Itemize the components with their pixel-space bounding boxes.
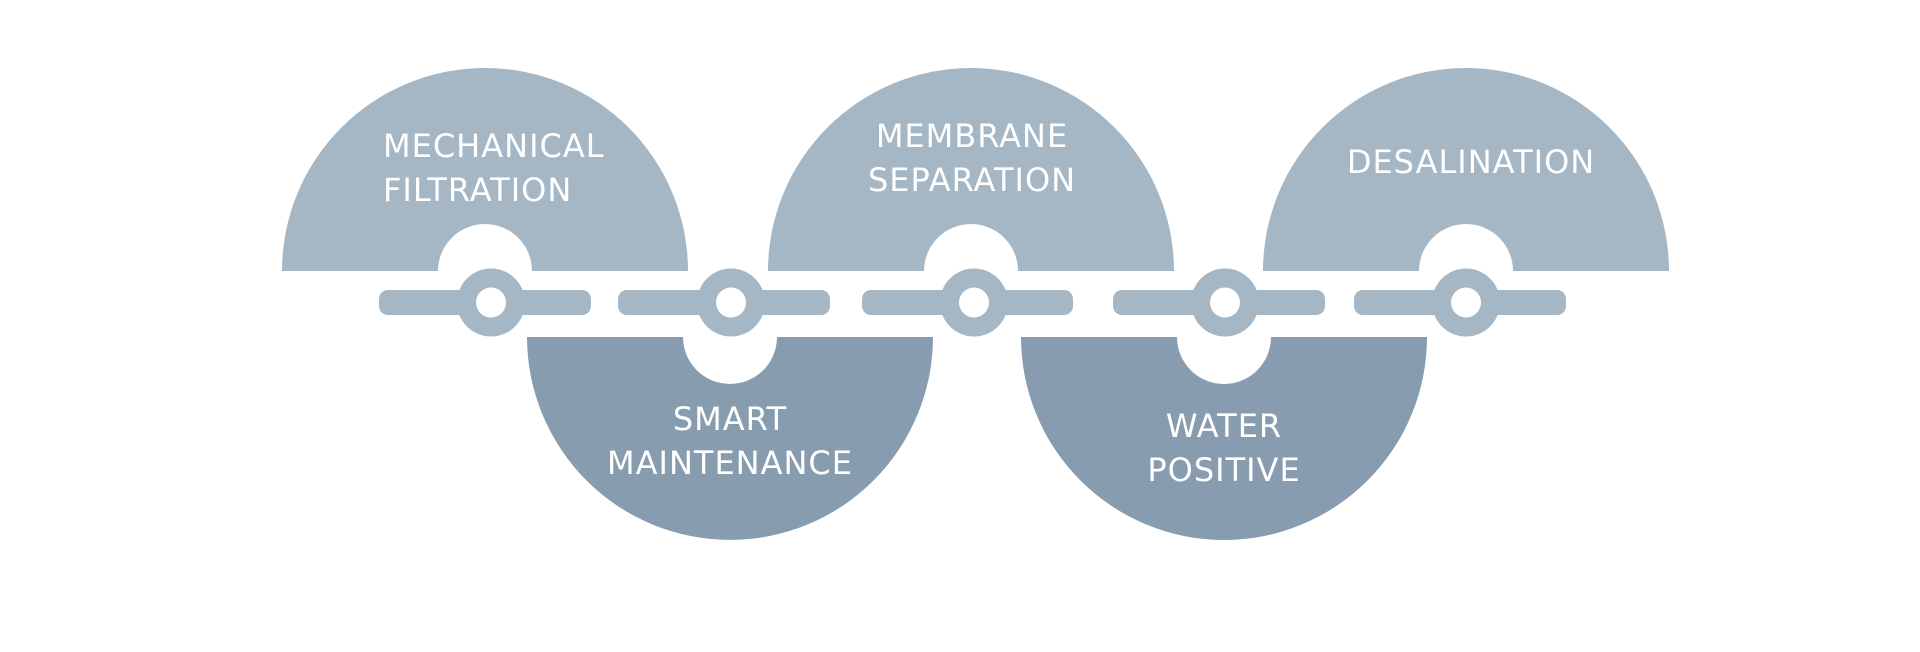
segment-label-line: SEPARATION (868, 161, 1076, 199)
segment-shape (768, 68, 1174, 271)
connector-link-3 (862, 268, 1073, 337)
segment-label-line: MAINTENANCE (607, 444, 853, 482)
segment-shape (527, 337, 933, 540)
connector-link-4 (1113, 268, 1325, 337)
connectors-layer (379, 268, 1566, 337)
connector-hole (1451, 287, 1481, 318)
segment-label-line: SMART (673, 400, 787, 438)
segment-label: MEMBRANE SEPARATION (868, 117, 1076, 199)
connector-hole (476, 287, 506, 318)
segment-label-line: POSITIVE (1147, 451, 1300, 489)
segment-mechanical-filtration: MECHANICAL FILTRATION (282, 68, 688, 271)
segment-label-line: WATER (1166, 407, 1282, 445)
connector-hole (716, 287, 746, 318)
connector-link-5 (1354, 268, 1566, 337)
segment-membrane-separation: MEMBRANE SEPARATION (768, 68, 1174, 271)
segment-label: SMART MAINTENANCE (607, 400, 853, 482)
segments-layer: MECHANICAL FILTRATION SMART MAINTENANCE MEMB… (282, 68, 1669, 540)
segment-shape (1263, 68, 1669, 271)
connector-link-2 (618, 268, 830, 337)
connector-hole (1210, 287, 1240, 318)
segment-smart-maintenance: SMART MAINTENANCE (527, 337, 933, 540)
segment-desalination: DESALINATION (1263, 68, 1669, 271)
connector-hole (959, 287, 989, 318)
segment-label-line: MECHANICAL (383, 127, 605, 165)
segment-shape (282, 68, 688, 271)
segment-label-line: FILTRATION (383, 171, 572, 209)
segment-label: DESALINATION (1347, 143, 1595, 181)
connector-link-1 (379, 268, 591, 337)
segment-water-positive: WATER POSITIVE (1021, 337, 1427, 540)
segment-label: WATER POSITIVE (1147, 407, 1300, 489)
segment-label-line: MEMBRANE (876, 117, 1068, 155)
segment-label: MECHANICAL FILTRATION (383, 127, 605, 209)
segment-shape (1021, 337, 1427, 540)
segment-label-line: DESALINATION (1347, 143, 1595, 181)
